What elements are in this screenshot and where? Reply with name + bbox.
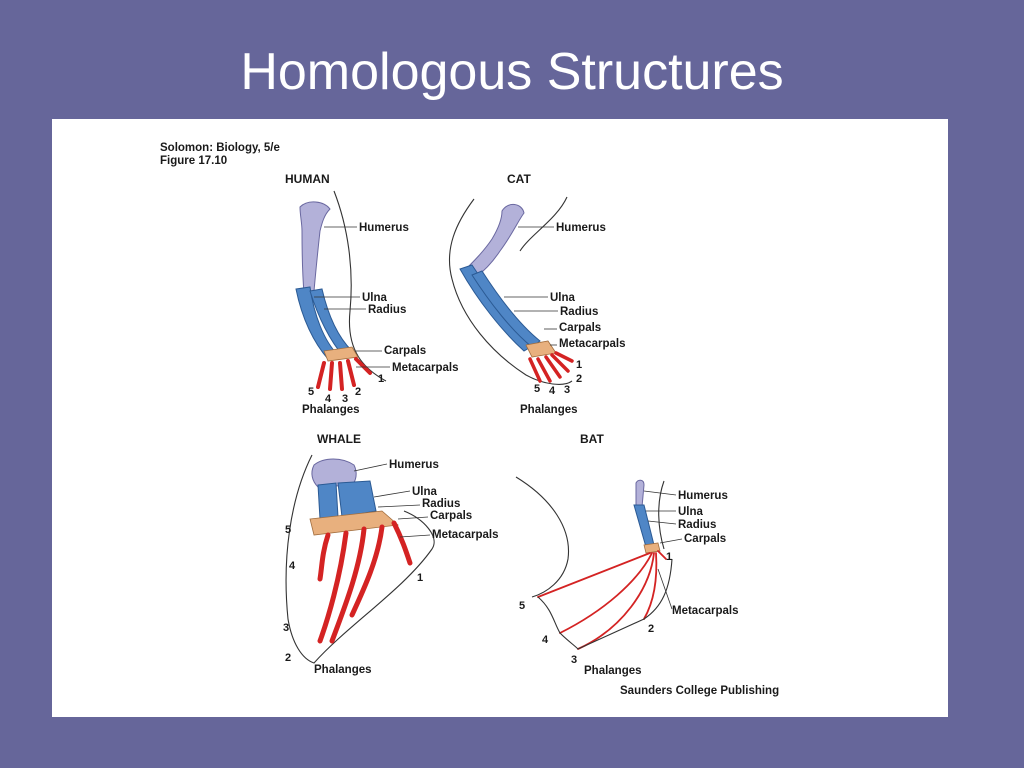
human-digits [316,357,372,391]
human-carpals [323,346,359,362]
cat-digit-2: 2 [576,373,582,385]
publisher-credit: Saunders College Publishing [620,685,779,697]
figure-number: Figure 17.10 [160,155,227,167]
bat-carpals [643,542,661,554]
cat-digits [528,351,574,383]
human-radius-label: Radius [368,304,406,316]
bat-digit-4: 4 [542,634,549,646]
cat-leg-outline [448,198,573,385]
bat-membrane-outline [515,476,570,598]
human-limb: HUMAN Humerus Ulna Radius Carpals Metaca… [285,172,458,416]
whale-phalanges-label: Phalanges [314,664,372,676]
cat-carpals-label: Carpals [559,322,601,334]
whale-digit-3: 3 [283,622,289,634]
whale-metacarpals-label: Metacarpals [432,529,498,541]
human-digit-2: 2 [355,386,361,398]
cat-digit-3: 3 [564,384,570,396]
human-humerus-label: Humerus [359,222,409,234]
figure-panel: Solomon: Biology, 5/e Figure 17.10 HUMAN… [52,119,948,717]
bat-digits [537,550,667,650]
human-ulna-label: Ulna [362,292,388,304]
homology-diagram: Solomon: Biology, 5/e Figure 17.10 HUMAN… [160,142,779,697]
whale-digit-4: 4 [289,560,296,572]
bat-arm-outline [658,480,665,550]
human-digit-4: 4 [325,393,332,405]
cat-ulna-label: Ulna [550,292,576,304]
whale-limb: WHALE Humerus Ulna Radius Carpals Metaca… [283,432,498,676]
cat-digit-5: 5 [534,383,540,395]
human-carpals-label: Carpals [384,345,426,357]
bat-wing-edge [537,558,673,650]
whale-digits [317,520,413,644]
human-humerus [299,201,331,294]
bat-digit-5: 5 [519,600,525,612]
cat-phalanges-label: Phalanges [520,404,578,416]
bat-radius-label: Radius [678,519,716,531]
cat-humerus-label: Humerus [556,222,606,234]
cat-digit-1: 1 [576,359,582,371]
slide-title: Homologous Structures [240,43,784,101]
whale-radius-label: Radius [422,498,460,510]
whale-carpals [309,510,399,536]
bat-ulna-label: Ulna [678,506,704,518]
bat-humerus-label: Humerus [678,490,728,502]
human-phalanges-label: Phalanges [302,404,360,416]
human-digit-1: 1 [378,373,384,385]
whale-humerus [311,458,357,488]
whale-digit-1: 1 [417,572,423,584]
cat-digit-4: 4 [549,385,556,397]
bat-humerus [635,479,645,508]
source-title: Solomon: Biology, 5/e [160,142,280,154]
bat-digit-2: 2 [648,623,654,635]
whale-flipper-outline [285,454,435,664]
whale-digit-5: 5 [285,524,291,536]
cat-leg-outline-back [519,196,568,252]
cat-radius [471,270,541,348]
cat-radius-label: Radius [560,306,598,318]
bat-metacarpals-label: Metacarpals [672,605,738,617]
cat-heading: CAT [507,172,531,186]
cat-metacarpals-label: Metacarpals [559,338,625,350]
whale-carpals-label: Carpals [430,510,472,522]
human-digit-5: 5 [308,386,314,398]
bat-digit-3: 3 [571,654,577,666]
whale-humerus-label: Humerus [389,459,439,471]
bat-digit-1: 1 [666,551,672,563]
whale-radius [337,480,377,518]
whale-heading: WHALE [317,432,361,446]
bat-carpals-label: Carpals [684,533,726,545]
human-metacarpals-label: Metacarpals [392,362,458,374]
human-heading: HUMAN [285,172,330,186]
cat-humerus [465,204,525,278]
bat-limb: BAT Humerus Ulna Radius Carpals Metacarp… [515,432,738,677]
bat-phalanges-label: Phalanges [584,665,642,677]
whale-ulna-label: Ulna [412,486,438,498]
cat-limb: CAT Humerus Ulna Radius Carpals Metacarp… [448,172,625,416]
bat-heading: BAT [580,432,604,446]
human-digit-3: 3 [342,393,348,405]
whale-ulna [317,482,339,520]
whale-digit-2: 2 [285,652,291,664]
